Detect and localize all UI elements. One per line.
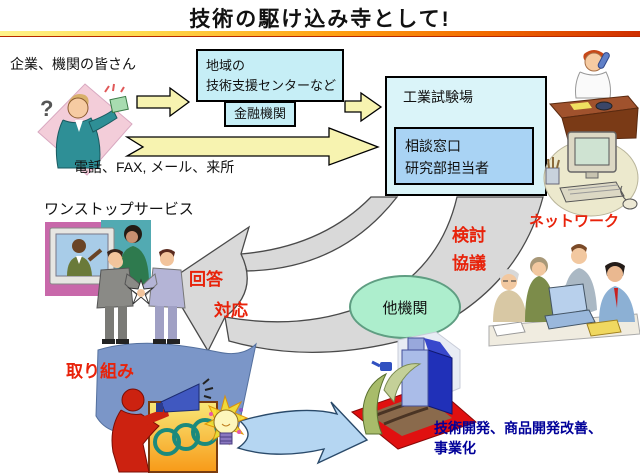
question-mark-glyph: ?: [40, 96, 53, 121]
consult-desk-box: 相談窓口 研究部担当者: [394, 127, 534, 185]
initiative-label: 取り組み: [66, 362, 134, 381]
arrow-right-icon: [344, 91, 383, 123]
onestop-label: ワンストップサービス: [44, 201, 194, 218]
consult-desk-line2: 研究部担当者: [405, 160, 489, 176]
respond-label: 対応: [214, 301, 248, 320]
gray-band-lower: [224, 196, 544, 353]
network-team-clipart: [488, 244, 640, 347]
video-call-clipart: [45, 220, 151, 296]
network-label: ネットワーク: [529, 213, 620, 230]
answer-label: 回答: [189, 270, 223, 289]
review-label: 検討: [452, 226, 486, 245]
megaphone-man-clipart: [111, 378, 219, 473]
gray-arrowhead-icon: [166, 225, 251, 353]
test-station-title: 工業試験場: [403, 89, 473, 105]
gray-band-upper: [240, 196, 399, 272]
outcome-line1: 技術開発、商品開発改善、: [434, 420, 602, 436]
audience-label: 企業、機関の皆さん: [10, 56, 136, 72]
support-center-line2: 技術支援センターなど: [206, 78, 337, 93]
outcome-line2: 事業化: [434, 440, 476, 456]
idea-bulb-icon: [203, 394, 249, 446]
long-arrow-right-icon: [124, 127, 380, 166]
contact-methods-label: 電話、FAX, メール、来所: [74, 159, 235, 175]
page-title: 技術の駆け込み寺として!: [189, 8, 451, 31]
outcome-label: 技術開発、商品開発改善、 事業化: [434, 418, 602, 458]
other-org-ellipse: 他機関: [349, 275, 461, 339]
growing-business-clipart: [350, 331, 477, 450]
support-center-line1: 地域の: [206, 58, 246, 73]
finance-box: 金融機関: [224, 101, 296, 127]
consult-desk-line1: 相談窓口: [405, 138, 461, 154]
support-center-box: 地域の 技術支援センターなど: [196, 49, 344, 102]
computer-clipart: [543, 131, 639, 217]
consult-label: 協議: [452, 254, 486, 273]
arrow-right-icon: [136, 86, 191, 118]
blue-arrow-right-icon: [236, 401, 369, 465]
businessman-question-clipart: ?: [37, 83, 133, 176]
title-underline: [0, 31, 640, 37]
handshake-clipart: [96, 249, 186, 344]
